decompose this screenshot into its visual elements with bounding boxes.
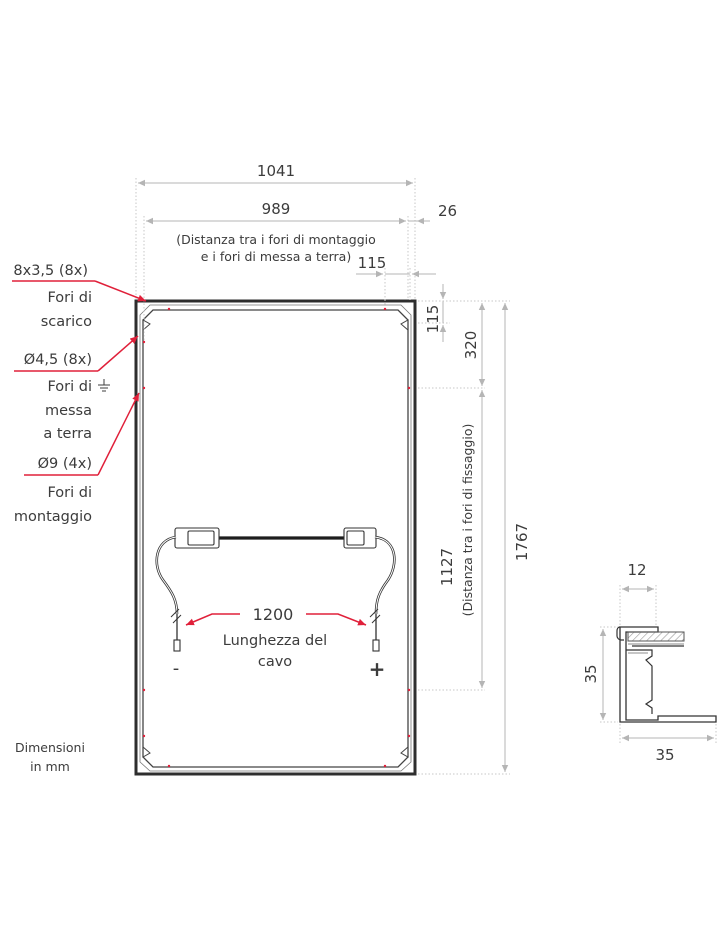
ground-icon (98, 379, 110, 392)
ground-label-1: Fori di (47, 379, 92, 395)
units-line2: in mm (30, 759, 70, 774)
dim-width-total: 1041 (135, 162, 416, 300)
cable-assembly: 1200 Lunghezza del cavo - + (155, 527, 396, 681)
profile-bottom-label: 35 (655, 746, 674, 764)
dim-115h-label: 115 (358, 254, 387, 272)
dim-1127: 1127 (Distanza tra i fori di fissaggio) (418, 390, 486, 691)
profile-top-label: 12 (627, 561, 646, 579)
module-frame (134, 299, 417, 776)
dim-1127-note: (Distanza tra i fori di fissaggio) (460, 424, 475, 617)
frame-profile: 12 35 35 (582, 561, 717, 764)
dim-989-label: 989 (262, 200, 291, 218)
holes-note-line2: e i fori di messa a terra) (201, 249, 351, 264)
cable-label-1: Lunghezza del (223, 633, 327, 649)
drain-label-1: Fori di (47, 290, 92, 306)
cable-length: 1200 (253, 605, 294, 624)
dim-1127-label: 1127 (438, 548, 456, 586)
minus-sign: - (173, 658, 180, 679)
cable-label-2: cavo (258, 654, 292, 670)
drain-label-2: scarico (41, 314, 92, 330)
dim-1767-label: 1767 (513, 523, 531, 561)
dim-115-horizontal: 115 (356, 254, 436, 306)
drain-notches (142, 319, 409, 758)
dim-115-vertical: 115 (418, 284, 450, 342)
dim-320: 320 (418, 303, 486, 389)
plus-sign: + (369, 657, 386, 681)
mount-size: Ø9 (4x) (38, 456, 92, 472)
frame-holes (142, 307, 411, 768)
dim-1767: 1767 (418, 300, 531, 775)
junction-box-right (343, 527, 377, 549)
ground-size: Ø4,5 (8x) (24, 352, 92, 368)
dim-115v-label: 115 (424, 305, 442, 334)
dim-26-label: 26 (438, 202, 457, 220)
dim-320-label: 320 (462, 331, 480, 360)
profile-height-label: 35 (582, 664, 600, 683)
mount-label-1: Fori di (47, 485, 92, 501)
dim-width-holes: 989 26 (Distanza tra i fori di montaggio… (143, 200, 457, 340)
ground-label-3: a terra (43, 426, 92, 442)
hole-annotations: 8x3,5 (8x) Fori di scarico Ø4,5 (8x) For… (12, 263, 147, 525)
units-line1: Dimensioni (15, 740, 85, 755)
ground-label-2: messa (45, 403, 92, 419)
drain-size: 8x3,5 (8x) (13, 263, 88, 279)
mount-label-2: montaggio (14, 509, 92, 525)
holes-note-line1: (Distanza tra i fori di montaggio (176, 232, 376, 247)
dim-1041-label: 1041 (257, 162, 295, 180)
junction-box-left (174, 527, 220, 549)
